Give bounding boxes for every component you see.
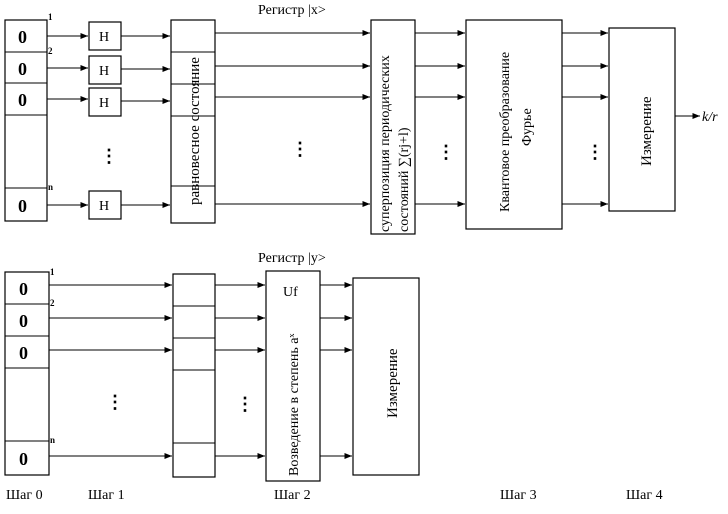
hadamard-gate-3: H <box>99 96 109 111</box>
measurement-block-y: Измерение <box>352 277 420 476</box>
step-4-label: Шаг 4 <box>626 488 663 503</box>
register-y-bit-2: 0 <box>19 311 28 331</box>
hadamard-ellipsis: ⋮ <box>100 146 118 166</box>
step-2-label: Шаг 2 <box>274 488 311 503</box>
exponentiation-label: Возведение в степень aˣ <box>287 333 302 476</box>
register-x-index-2: 2 <box>48 46 53 56</box>
equilibrium-state-label: равновесное состояние <box>187 57 203 205</box>
equilibrium-state-block: равновесное состояние <box>170 19 216 224</box>
register-x-title: Регистр |x> <box>258 3 326 18</box>
register-y-intermediate-block <box>172 273 216 478</box>
fourier-label-line2: Фурье <box>520 108 535 146</box>
superposition-ellipsis: ⋮ <box>437 142 455 162</box>
step-labels: Шаг 0 Шаг 1 Шаг 2 Шаг 3 Шаг 4 <box>6 488 663 503</box>
measurement-y-label: Измерение <box>385 348 401 418</box>
register-y-index-1: 1 <box>50 267 55 277</box>
fourier-output-wires: ⋮ <box>562 29 608 208</box>
register-x-index-1: 1 <box>48 12 53 22</box>
register-x-qubits: 0 0 0 0 1 2 n <box>4 12 53 222</box>
hadamard-gate-2: H <box>99 64 109 79</box>
fourier-label-line1: Квантовое преобразование <box>498 52 513 212</box>
hadamard-output-wires <box>121 32 170 209</box>
register-x-bit-n: 0 <box>18 196 27 216</box>
register-y-intermediate-wires: ⋮ <box>215 281 265 460</box>
equilibrium-output-wires: ⋮ <box>215 29 370 208</box>
uf-label: Uf <box>283 285 298 300</box>
register-x-wires-to-hadamard <box>47 32 88 209</box>
step-3-label: Шаг 3 <box>500 488 537 503</box>
fourier-ellipsis: ⋮ <box>586 142 604 162</box>
register-y-bit-1: 0 <box>19 279 28 299</box>
measurement-x-label: Измерение <box>639 96 655 166</box>
hadamard-gate-n: H <box>99 199 109 214</box>
superposition-output-wires: ⋮ <box>415 29 465 208</box>
register-y-wires: ⋮ <box>49 281 172 460</box>
uf-output-wires <box>320 281 352 460</box>
superposition-label-line1: суперпозиция периодических <box>378 55 393 232</box>
register-x-index-n: n <box>48 182 53 192</box>
output-k-over-r: k/r <box>702 110 718 125</box>
register-y-bit-3: 0 <box>19 343 28 363</box>
register-y-bit-n: 0 <box>19 449 28 469</box>
measurement-block-x: Измерение k/r <box>608 27 718 212</box>
step-0-label: Шаг 0 <box>6 488 43 503</box>
register-y-index-2: 2 <box>50 298 55 308</box>
uf-exponentiation-block: Uf Возведение в степень aˣ <box>265 270 321 482</box>
register-y-title: Регистр |y> <box>258 251 326 266</box>
hadamard-gates: H H H H ⋮ <box>88 21 122 220</box>
register-x-bit-2: 0 <box>18 59 27 79</box>
superposition-block: суперпозиция периодических состояний ∑(r… <box>370 19 416 235</box>
register-y-index-n: n <box>50 435 55 445</box>
register-x-bit-3: 0 <box>18 90 27 110</box>
equilibrium-ellipsis: ⋮ <box>291 139 309 159</box>
register-y-ellipsis: ⋮ <box>106 392 124 412</box>
hadamard-gate-1: H <box>99 30 109 45</box>
register-x-bit-1: 0 <box>18 27 27 47</box>
register-y-intermediate-ellipsis: ⋮ <box>236 394 254 414</box>
fourier-transform-block: Квантовое преобразование Фурье <box>465 19 563 230</box>
step-1-label: Шаг 1 <box>88 488 125 503</box>
register-y-qubits: 0 0 0 0 1 2 n <box>4 267 55 476</box>
superposition-label-line2: состояний ∑(rj+l) <box>397 127 412 232</box>
